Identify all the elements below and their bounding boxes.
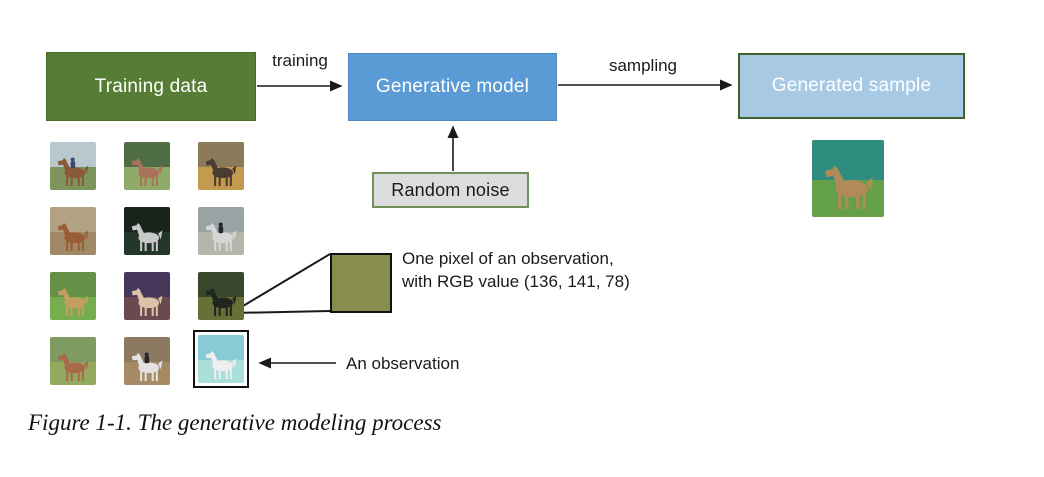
pixel-callout-line1: One pixel of an observation, [402, 249, 614, 268]
training-data-box: Training data [46, 52, 256, 121]
horse-icon [132, 222, 163, 251]
random-noise-label: Random noise [391, 179, 510, 200]
generated-sample-image [812, 140, 884, 217]
horse-icon [58, 157, 89, 186]
horse-with-rider-image [50, 142, 96, 190]
brown-horse-image [50, 337, 96, 385]
black-horse-image [198, 272, 244, 320]
training-data-label: Training data [94, 75, 208, 97]
white-horse-image [124, 207, 170, 255]
horse-icon [824, 165, 873, 210]
pixel-callout-line2: with RGB value (136, 141, 78) [402, 272, 630, 291]
observation-image-frame [193, 330, 249, 388]
dark-horse-image [198, 142, 244, 190]
observation-white-horse-image [198, 335, 244, 383]
horse-icon [206, 350, 237, 379]
pixel-callout-line-top [232, 253, 331, 313]
horse-icon [132, 352, 163, 381]
horse-icon [206, 157, 237, 186]
cream-horse-image [124, 272, 170, 320]
pixel-swatch [330, 253, 392, 313]
observation-label: An observation [346, 354, 460, 373]
horse-icon [206, 222, 237, 251]
rider-icon [144, 352, 150, 363]
random-noise-box: Random noise [372, 172, 529, 208]
sampling-arrow-label: sampling [608, 56, 678, 75]
generated-sample-box: Generated sample [738, 53, 965, 119]
horse-icon [58, 352, 89, 381]
pixel-callout-text: One pixel of an observation, with RGB va… [402, 247, 630, 293]
horse-icon [132, 287, 163, 316]
pixel-callout-line-bottom [232, 310, 331, 314]
horse-with-rider-image [198, 207, 244, 255]
rider-icon [70, 157, 76, 168]
horse-icon [58, 287, 89, 316]
brown-horse-image [50, 207, 96, 255]
generative-model-box: Generative model [348, 53, 557, 121]
rider-icon [218, 222, 224, 233]
generated-sample-label: Generated sample [771, 75, 932, 96]
figure-caption: Figure 1-1. The generative modeling proc… [28, 410, 442, 435]
brown-horse-image [124, 142, 170, 190]
palomino-horse-image [50, 272, 96, 320]
generative-model-label: Generative model [375, 76, 530, 97]
horse-with-rider-image [124, 337, 170, 385]
training-arrow-label: training [272, 51, 328, 70]
horse-icon [132, 157, 163, 186]
horse-icon [206, 287, 237, 316]
horse-icon [58, 222, 89, 251]
